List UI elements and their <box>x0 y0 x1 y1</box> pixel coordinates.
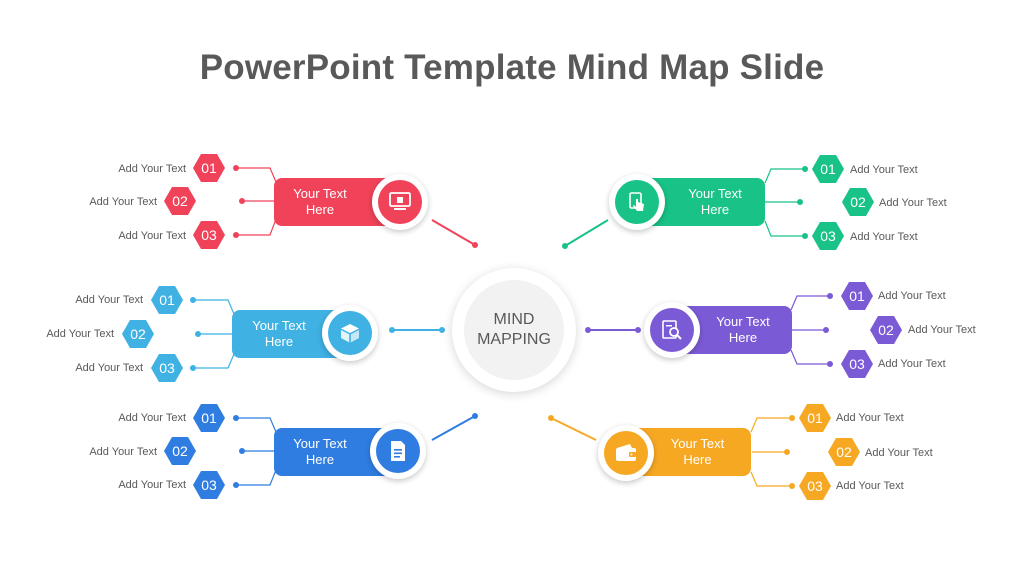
green-item-02-text[interactable]: Add Your Text <box>879 197 947 209</box>
orange-item-03-text[interactable]: Add Your Text <box>836 480 904 492</box>
purple-item-03-text[interactable]: Add Your Text <box>878 358 946 370</box>
red-dot <box>472 242 478 248</box>
blue-icon-circle[interactable] <box>322 305 378 361</box>
purple-item-01-text[interactable]: Add Your Text <box>878 290 946 302</box>
purple-item-02-text[interactable]: Add Your Text <box>908 324 976 336</box>
navy-topic-line-2: Here <box>305 452 335 467</box>
green-topic-line-1: Your Text <box>688 186 742 201</box>
navy-icon-circle[interactable] <box>370 423 426 479</box>
red-branch-lines <box>236 167 476 246</box>
green-dot <box>802 166 808 172</box>
purple-dot <box>827 293 833 299</box>
navy-branch-lines <box>236 415 476 486</box>
blue-dot <box>195 331 201 337</box>
blue-dot <box>190 365 196 371</box>
purple-branch-lines <box>588 295 830 365</box>
red-dot <box>239 198 245 204</box>
purple-dot <box>827 361 833 367</box>
navy-item-01-text[interactable]: Add Your Text <box>118 412 186 424</box>
green-dot <box>562 243 568 249</box>
orange-item-02-text[interactable]: Add Your Text <box>865 447 933 459</box>
slide-title: PowerPoint Template Mind Map Slide <box>199 48 825 87</box>
red-item-01-text[interactable]: Add Your Text <box>118 163 186 175</box>
red-dot <box>233 232 239 238</box>
navy-item-03-text[interactable]: Add Your Text <box>118 479 186 491</box>
navy-dot <box>233 482 239 488</box>
green-dot <box>802 233 808 239</box>
green-icon-circle[interactable] <box>609 174 665 230</box>
orange-branch-lines <box>550 417 792 487</box>
center-node[interactable]: MIND MAPPING <box>452 268 576 392</box>
green-dot <box>797 199 803 205</box>
orange-dot <box>548 415 554 421</box>
cube-icon <box>341 324 359 343</box>
orange-topic-line-2: Here <box>683 452 712 467</box>
green-branch-lines <box>564 168 805 247</box>
purple-topic-line-2: Here <box>728 330 758 345</box>
navy-dot <box>233 415 239 421</box>
blue-item-01-text[interactable]: Add Your Text <box>75 294 143 306</box>
document-icon <box>391 441 405 461</box>
orange-icon-circle[interactable] <box>598 425 654 481</box>
navy-dot <box>472 413 478 419</box>
search-report-icon <box>662 320 682 340</box>
blue-item-03-text[interactable]: Add Your Text <box>75 362 143 374</box>
green-item-03-text[interactable]: Add Your Text <box>850 231 918 243</box>
purple-topic-line-1: Your Text <box>716 314 770 329</box>
purple-dot <box>635 327 641 333</box>
purple-dot <box>585 327 591 333</box>
blue-topic-line-2: Here <box>264 334 294 349</box>
blue-item-02-text[interactable]: Add Your Text <box>46 328 114 340</box>
blue-dot <box>439 327 445 333</box>
tap-icon <box>629 192 644 211</box>
green-item-01-text[interactable]: Add Your Text <box>850 164 918 176</box>
blue-topic-line-1: Your Text <box>252 318 306 333</box>
green-topic-box[interactable]: Your Text Here <box>645 178 765 226</box>
green-topic-line-2: Here <box>700 202 730 217</box>
navy-dot <box>239 448 245 454</box>
red-item-02-text[interactable]: Add Your Text <box>89 196 157 208</box>
orange-dot <box>789 483 795 489</box>
blue-dot <box>190 297 196 303</box>
center-line-2: MAPPING <box>477 331 551 348</box>
orange-topic-line-1: Your Text <box>670 436 725 451</box>
red-topic-line-1: Your Text <box>293 186 347 201</box>
blue-dot <box>389 327 395 333</box>
red-dot <box>233 165 239 171</box>
orange-item-01-text[interactable]: Add Your Text <box>836 412 904 424</box>
red-item-03-text[interactable]: Add Your Text <box>118 230 186 242</box>
red-topic-line-2: Here <box>305 202 335 217</box>
center-line-1: MIND <box>493 311 535 328</box>
navy-item-02-text[interactable]: Add Your Text <box>89 446 157 458</box>
red-icon-circle[interactable] <box>372 174 428 230</box>
monitor-icon <box>389 192 411 210</box>
wallet-icon <box>616 444 636 461</box>
orange-dot <box>784 449 790 455</box>
blue-branch-lines <box>193 299 442 369</box>
orange-dot <box>789 415 795 421</box>
purple-dot <box>823 327 829 333</box>
navy-topic-line-1: Your Text <box>293 436 347 451</box>
purple-icon-circle[interactable] <box>644 302 700 358</box>
